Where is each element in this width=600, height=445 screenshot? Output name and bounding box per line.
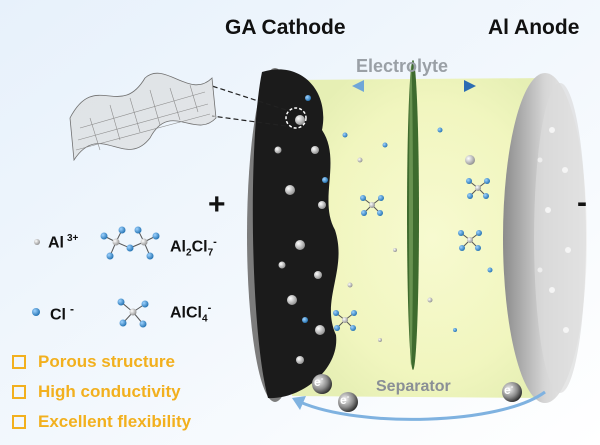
zoom-line-top [211, 85, 287, 111]
minus-sign: - [577, 186, 587, 219]
electron-flow-arrow [299, 390, 546, 421]
legend-al2cl7: Al2Cl7- [170, 236, 217, 259]
checkbox-icon [12, 385, 26, 399]
plus-sign: + [208, 188, 226, 221]
anode-label: Al Anode [488, 16, 580, 39]
zoom-circle [285, 107, 307, 129]
feature-conductivity: High conductivity [12, 382, 181, 402]
feature-flexibility: Excellent flexibility [12, 412, 191, 432]
electron-label-3: e- [504, 382, 514, 397]
alcl4-icon [117, 298, 149, 328]
cathode-disc [247, 68, 339, 402]
al-ion-icon [34, 239, 40, 245]
cl-ion-icon [32, 308, 40, 316]
checkbox-icon [12, 415, 26, 429]
electron-balls [312, 374, 522, 412]
legend-alcl4: AlCl4- [170, 302, 212, 325]
zoom-line-bottom [211, 115, 287, 127]
legend-cl-ion: Cl- [50, 302, 74, 324]
separator-label: Separator [376, 378, 451, 395]
checkbox-icon [12, 355, 26, 369]
electron-label-1: e- [314, 374, 324, 389]
feature-porous: Porous structure [12, 352, 175, 372]
electrolyte-label: Electrolyte [356, 56, 449, 76]
al2cl7-icon [100, 226, 160, 260]
electrolyte-region [292, 78, 548, 398]
cathode-label: GA Cathode [225, 16, 346, 39]
electrolyte-ions [333, 127, 493, 342]
graphene-sheet [69, 72, 217, 162]
electron-label-2: e- [340, 392, 350, 407]
anode-disc [503, 73, 587, 403]
legend-glyphs [32, 226, 160, 328]
